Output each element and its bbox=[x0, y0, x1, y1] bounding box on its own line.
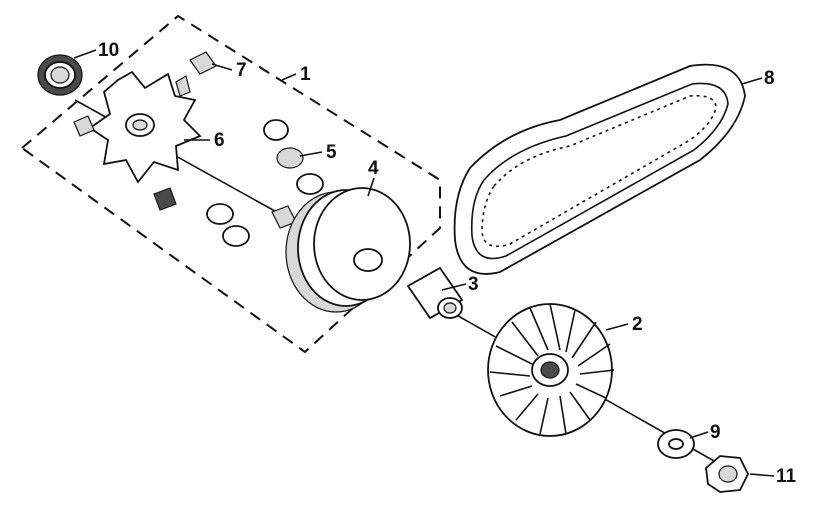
leader-line-8 bbox=[741, 77, 763, 85]
callout-10: 10 bbox=[98, 40, 119, 61]
washer-part bbox=[657, 429, 695, 459]
leader-line-9 bbox=[689, 431, 709, 439]
callout-1: 1 bbox=[300, 64, 311, 85]
callout-3: 3 bbox=[468, 274, 479, 295]
leader-line-4 bbox=[367, 177, 375, 197]
drive-belt-part bbox=[453, 63, 746, 275]
leader-line-3 bbox=[441, 283, 467, 291]
drive-face-fan-part bbox=[487, 303, 615, 437]
assembly-group-boundary bbox=[20, 14, 441, 354]
drive-collar-part bbox=[406, 266, 464, 320]
callout-11: 11 bbox=[776, 466, 797, 487]
callout-2: 2 bbox=[632, 314, 643, 335]
slider-piece-part bbox=[73, 51, 297, 229]
oil-seal-part bbox=[37, 54, 83, 96]
leader-line-10 bbox=[73, 49, 97, 59]
leader-line-11 bbox=[749, 473, 775, 477]
roller-weights-part bbox=[206, 119, 324, 247]
callout-8: 8 bbox=[764, 68, 775, 89]
leader-line-7 bbox=[211, 63, 233, 71]
nut-part bbox=[705, 455, 750, 493]
callout-7: 7 bbox=[236, 60, 247, 81]
callout-4: 4 bbox=[368, 158, 379, 179]
ramp-plate-part bbox=[88, 70, 202, 184]
leader-line-2 bbox=[605, 323, 629, 331]
leader-line-5 bbox=[299, 151, 323, 157]
callout-5: 5 bbox=[326, 142, 337, 163]
callout-9: 9 bbox=[710, 422, 721, 443]
movable-drive-face-part bbox=[285, 187, 411, 313]
callout-6: 6 bbox=[214, 130, 225, 151]
leader-line-1 bbox=[281, 73, 297, 81]
